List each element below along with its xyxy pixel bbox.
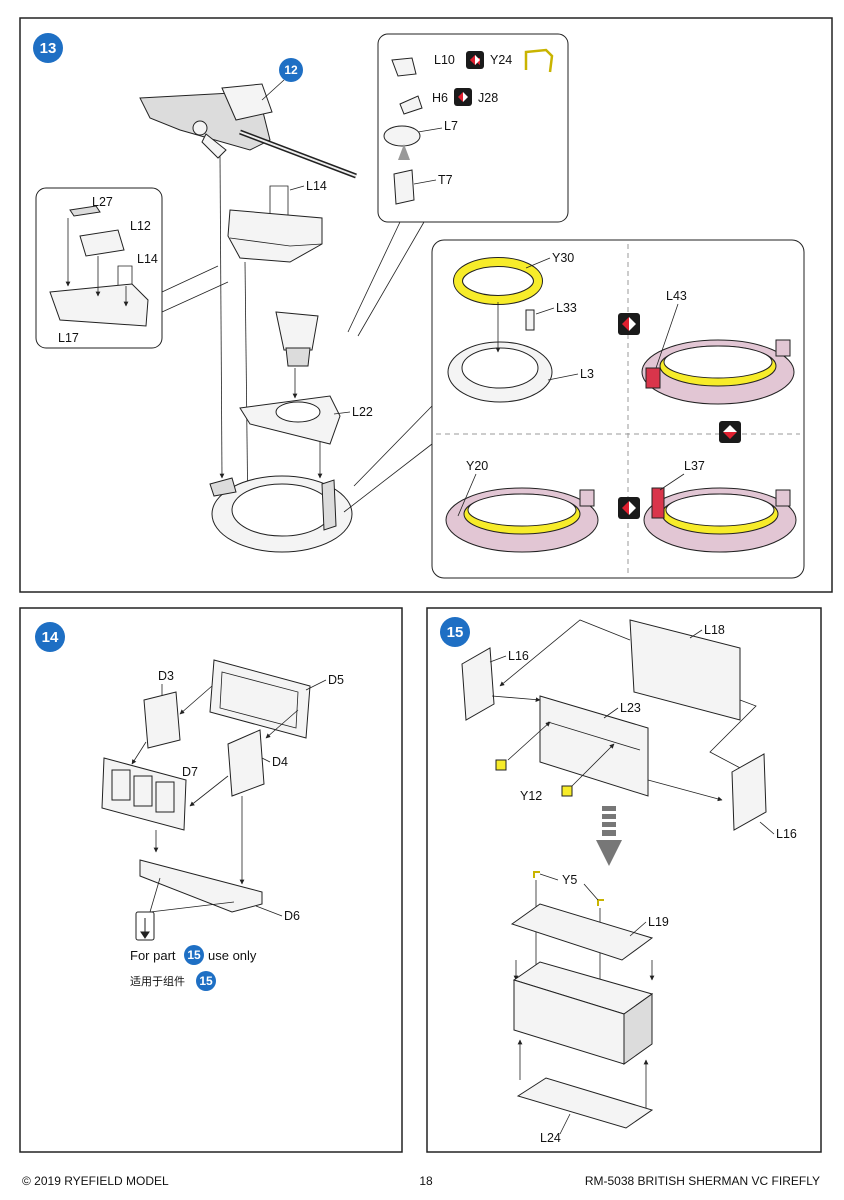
svg-text:15: 15 [187,948,201,962]
svg-text:L16: L16 [776,827,797,841]
swap-vertical-icon [719,421,741,443]
step-14-panel: 14 D5 D3 D4 D7 [19,607,403,1153]
svg-text:Y24: Y24 [490,53,512,67]
part-Y5: Y5 [533,871,604,1021]
part-D3: D3 [143,669,181,749]
svg-text:D3: D3 [158,669,174,683]
footer-copyright: © 2019 RYEFIELD MODEL [22,1174,169,1188]
part-L19: L19 [510,903,669,961]
svg-text:L12: L12 [130,219,151,233]
box-assembly [512,961,654,1065]
svg-text:L22: L22 [352,405,373,419]
part-Y30: Y30 [453,251,574,305]
part-D5: D5 [209,659,344,739]
swap-icon [454,88,472,106]
svg-text:Y5: Y5 [562,873,577,887]
svg-text:L16: L16 [508,649,529,663]
step-13-panel: 13 12 L14 [19,17,833,593]
footer-product: RM-5038 BRITISH SHERMAN VC FIREFLY [585,1174,820,1188]
step-15-panel: 15 L16 L18 L23 Y12 [426,607,822,1153]
svg-text:L27: L27 [92,195,113,209]
svg-text:L10: L10 [434,53,455,67]
detail-inset-sight: L10 Y24 H6 J28 L7 T7 [347,33,569,337]
part-L43: L43 [641,289,795,405]
svg-text:L23: L23 [620,701,641,715]
part-Y12: Y12 [495,721,615,803]
svg-text:D7: D7 [182,765,198,779]
svg-text:L37: L37 [684,459,705,473]
svg-text:Y12: Y12 [520,789,542,803]
swap-icon [618,313,640,335]
step-12-ref-badge: 12 [261,58,303,101]
svg-text:L33: L33 [556,301,577,315]
swap-icon [618,497,640,519]
part-L16-left: L16 [461,647,529,721]
svg-text:L14: L14 [137,252,158,266]
part-L18: L18 [629,619,741,721]
svg-text:14: 14 [42,629,59,646]
step-14-badge: 14 [35,622,65,652]
step-15-badge: 15 [440,617,470,647]
detail-inset-ring-variants: Y30 L33 L3 [343,239,805,579]
part-plate-L17 [227,209,323,263]
note-cn: 适用于组件 15 [130,971,216,991]
svg-text:D6: D6 [284,909,300,923]
svg-text:T7: T7 [438,173,453,187]
svg-text:适用于组件: 适用于组件 [130,974,185,988]
svg-text:H6: H6 [432,91,448,105]
part-L14-top: L14 [269,179,327,232]
svg-text:13: 13 [40,40,57,57]
footer-page-number: 18 [419,1174,433,1188]
svg-text:use only: use only [208,948,257,963]
svg-text:D4: D4 [272,755,288,769]
svg-text:L17: L17 [58,331,79,345]
footer: © 2019 RYEFIELD MODEL 18 RM-5038 BRITISH… [22,1174,820,1188]
svg-text:D5: D5 [328,673,344,687]
part-D7: D7 [101,757,198,831]
svg-text:L3: L3 [580,367,594,381]
part-L16-right: L16 [731,753,797,841]
part-D6: D6 [139,859,300,923]
part-Y20: Y20 [445,459,599,553]
part-D4: D4 [227,729,288,797]
detail-inset-seat: L27 L12 L14 L17 [35,187,229,349]
note-en: For part 15 use only [130,945,257,965]
part-L23: L23 [539,695,649,797]
svg-text:L19: L19 [648,915,669,929]
down-arrow-icon [596,806,622,866]
part-L37: L37 [643,459,797,553]
step-13-badge: 13 [33,33,63,63]
turret-ring-base [209,475,353,553]
part-L22: L22 [239,311,373,445]
svg-text:15: 15 [199,974,213,988]
svg-text:L43: L43 [666,289,687,303]
svg-text:L7: L7 [444,119,458,133]
svg-text:12: 12 [284,63,298,77]
drill-hole-icon [135,877,235,941]
svg-text:L18: L18 [704,623,725,637]
svg-text:15: 15 [447,624,464,641]
part-L24: L24 [516,1077,654,1145]
svg-text:L14: L14 [306,179,327,193]
machine-gun-assembly [139,83,357,179]
svg-text:For part: For part [130,948,176,963]
swap-icon [466,51,484,69]
part-L3: L3 [447,341,594,403]
svg-text:Y30: Y30 [552,251,574,265]
svg-text:J28: J28 [478,91,498,105]
svg-text:Y20: Y20 [466,459,488,473]
svg-text:L24: L24 [540,1131,561,1145]
